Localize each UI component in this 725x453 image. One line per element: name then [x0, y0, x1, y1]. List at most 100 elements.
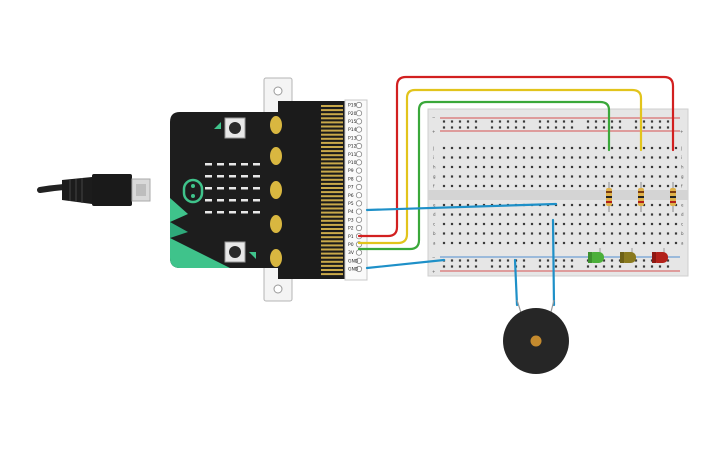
breadboard-hole	[498, 259, 502, 262]
breadboard-hole	[562, 184, 566, 188]
ring-pads	[270, 116, 282, 267]
breadboard-hole	[498, 156, 502, 159]
breadboard-hole	[514, 165, 518, 169]
usb-cable	[37, 174, 151, 206]
breadboard-hole	[634, 165, 638, 169]
breadboard-hole	[570, 265, 574, 268]
breadboard-hole	[514, 213, 518, 216]
edge-finger	[321, 178, 343, 181]
edge-pin-label: P3	[348, 217, 354, 223]
breadboard-hole	[458, 120, 462, 123]
breadboard-hole	[450, 213, 454, 216]
edge-finger	[321, 199, 343, 202]
breadboard-hole	[578, 175, 582, 178]
row-letter: e	[681, 203, 684, 208]
breadboard-hole	[522, 175, 526, 178]
edge-pin-label: P8	[348, 176, 354, 182]
led-matrix	[205, 163, 260, 214]
breadboard-hole	[506, 213, 510, 216]
matrix-led	[241, 163, 248, 166]
breadboard-hole	[538, 146, 542, 150]
button-a[interactable]	[214, 117, 246, 139]
edge-finger	[321, 236, 343, 239]
edge-pin	[355, 175, 363, 182]
breadboard-hole	[554, 165, 558, 169]
edge-pin	[355, 249, 363, 256]
matrix-led	[217, 211, 224, 214]
breadboard-hole	[442, 156, 446, 159]
breadboard-hole	[650, 165, 654, 169]
breadboard-hole	[634, 213, 638, 216]
rail-plus-top: +	[432, 129, 435, 134]
breadboard-hole	[642, 165, 646, 169]
breadboard-hole	[586, 203, 590, 207]
microbit-board	[170, 112, 282, 268]
breadboard-hole	[546, 265, 550, 268]
edge-pin-label: P10	[348, 160, 357, 166]
row-letter: j	[432, 146, 434, 151]
edge-pin	[355, 216, 363, 223]
breadboard-hole	[522, 146, 526, 150]
breadboard-hole	[442, 241, 446, 245]
breadboard-hole	[530, 156, 534, 159]
edge-pin	[355, 167, 363, 174]
breadboard-hole	[538, 232, 542, 235]
breadboard-hole	[594, 126, 598, 129]
matrix-led	[205, 211, 212, 214]
breadboard-hole	[490, 184, 494, 188]
matrix-led	[205, 199, 212, 202]
breadboard-hole	[562, 175, 566, 178]
breadboard-hole	[594, 156, 598, 159]
matrix-led	[241, 211, 248, 214]
row-letter: i	[433, 155, 434, 160]
breadboard-hole	[538, 265, 542, 268]
breadboard-hole	[650, 222, 654, 226]
breadboard-hole	[546, 184, 550, 188]
edge-finger	[321, 264, 343, 267]
breadboard-hole	[602, 156, 606, 159]
breadboard-hole	[634, 175, 638, 178]
breadboard-hole	[562, 265, 566, 268]
edge-finger	[321, 105, 343, 107]
row-letter: i	[681, 155, 682, 160]
breadboard-hole	[610, 126, 614, 129]
matrix-led	[229, 211, 236, 214]
breadboard-hole	[474, 222, 478, 226]
row-letter: b	[433, 231, 436, 236]
edge-finger	[321, 162, 343, 165]
breadboard-hole	[570, 184, 574, 188]
edge-finger	[321, 223, 343, 226]
breadboard-hole	[538, 184, 542, 188]
breadboard-hole	[458, 184, 462, 188]
breadboard-hole	[618, 265, 622, 268]
edge-finger	[321, 129, 343, 132]
breadboard-hole	[522, 165, 526, 169]
breadboard-hole	[602, 232, 606, 235]
breadboard-hole	[578, 184, 582, 188]
breadboard-hole	[554, 259, 558, 262]
breadboard-hole	[650, 184, 654, 188]
breadboard-hole	[466, 265, 470, 268]
breadboard-hole	[442, 232, 446, 235]
breadboard-hole	[546, 120, 550, 123]
breadboard-hole	[586, 265, 590, 268]
breadboard-hole	[498, 126, 502, 129]
matrix-led	[253, 163, 260, 166]
breadboard-hole	[610, 120, 614, 123]
breadboard-hole	[626, 146, 630, 150]
breadboard-hole	[442, 213, 446, 216]
button-b[interactable]	[224, 241, 256, 263]
breadboard-hole	[562, 146, 566, 150]
breadboard-hole	[546, 259, 550, 262]
breadboard-hole	[506, 120, 510, 123]
breadboard-hole	[458, 203, 462, 207]
breadboard-hole	[666, 241, 670, 245]
breadboard-hole	[554, 175, 558, 178]
matrix-led	[253, 187, 260, 190]
breadboard-hole	[474, 213, 478, 216]
breadboard-hole	[514, 120, 518, 123]
breadboard-hole	[554, 222, 558, 226]
breadboard-hole	[642, 146, 646, 150]
matrix-led	[205, 163, 212, 166]
